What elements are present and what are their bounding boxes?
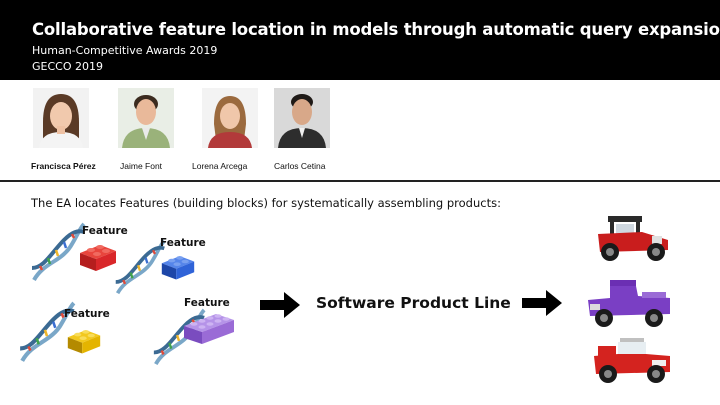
slide-title: Collaborative feature location in models… — [32, 20, 720, 39]
author-name: Jaime Font — [120, 161, 163, 171]
dna-icon — [19, 301, 76, 363]
software-product-line-label: Software Product Line — [316, 294, 511, 312]
yellow-brick-icon — [67, 330, 101, 354]
author-name: Lorena Arcega — [192, 161, 248, 171]
authors-row: Francisca Pérez Jaime Font Lorena Arcega — [0, 80, 720, 180]
feature-label: Feature — [184, 297, 230, 309]
red-car-icon — [598, 216, 668, 261]
author-name: Francisca Pérez — [31, 161, 96, 171]
purple-brick-icon — [184, 314, 234, 344]
red-brick-icon — [80, 245, 116, 271]
dna-icon — [115, 239, 166, 295]
blue-brick-icon — [161, 256, 195, 280]
author-photo — [118, 88, 174, 148]
author-photo — [33, 88, 89, 148]
feature-label: Feature — [160, 237, 206, 249]
award-subtitle: Human-Competitive Awards 2019 — [32, 44, 218, 57]
diagram-caption: The EA locates Features (building blocks… — [31, 196, 501, 210]
author-photo — [202, 88, 258, 148]
event-subtitle: GECCO 2019 — [32, 60, 103, 73]
dna-icon — [31, 222, 86, 282]
author-photo — [274, 88, 330, 148]
feature-label: Feature — [82, 225, 128, 237]
section-divider — [0, 180, 720, 182]
right-arrow-icon — [260, 292, 300, 318]
title-banner: Collaborative feature location in models… — [0, 0, 720, 80]
red-truck-icon — [594, 338, 670, 383]
purple-truck-icon — [588, 280, 670, 327]
right-arrow-icon — [522, 290, 562, 316]
feature-label: Feature — [64, 308, 110, 320]
author-name: Carlos Cetina — [274, 161, 326, 171]
